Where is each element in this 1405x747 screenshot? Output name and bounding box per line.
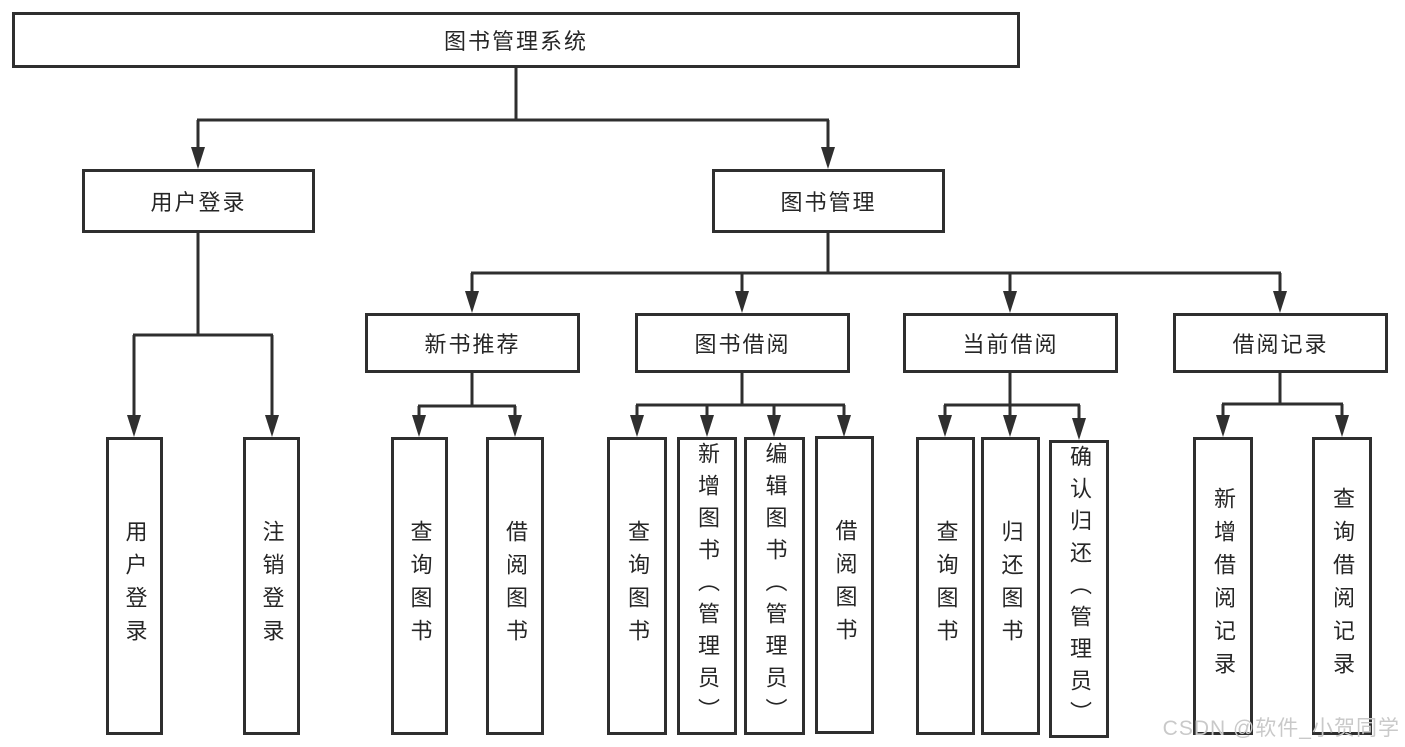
node-label: 查询图书 (933, 520, 959, 652)
node-label: 新书推荐 (424, 332, 521, 357)
node-label: 新增图书（管理员） (695, 442, 720, 730)
node-label: 查询图书 (407, 520, 433, 652)
node-label: 借阅图书 (503, 520, 528, 652)
node-user-login-action: 用户登录 (106, 437, 163, 735)
node-label: 用户登录 (122, 520, 148, 652)
node-label: 查询借阅记录 (1330, 487, 1355, 685)
node-confirm-return-admin: 确认归还（管理员） (1049, 440, 1109, 738)
node-return-books: 归还图书 (981, 437, 1040, 735)
node-query-books-current: 查询图书 (916, 437, 975, 735)
node-label: 查询图书 (625, 520, 650, 652)
node-borrow-books-action: 借阅图书 (815, 436, 874, 734)
node-query-books-recommend: 查询图书 (391, 437, 448, 735)
node-query-books-borrow: 查询图书 (607, 437, 667, 735)
node-book-management: 图书管理 (712, 169, 945, 233)
node-borrow-records: 借阅记录 (1173, 313, 1388, 373)
node-label: 借阅图书 (832, 519, 858, 651)
node-borrow-books-recommend: 借阅图书 (486, 437, 544, 735)
csdn-watermark: CSDN @软件_小贺同学 (1162, 717, 1400, 740)
node-label: 借阅记录 (1232, 332, 1329, 357)
node-label: 编辑图书（管理员） (762, 442, 788, 730)
node-label: 归还图书 (998, 520, 1024, 652)
node-library-management-system: 图书管理系统 (12, 12, 1020, 68)
node-add-book-admin: 新增图书（管理员） (677, 437, 737, 735)
node-edit-book-admin: 编辑图书（管理员） (744, 437, 805, 735)
node-label: 确认归还（管理员） (1067, 445, 1092, 733)
node-label: 当前借阅 (962, 332, 1059, 357)
node-logout: 注销登录 (243, 437, 300, 735)
node-label: 图书管理系统 (443, 29, 588, 54)
node-add-borrow-record: 新增借阅记录 (1193, 437, 1253, 735)
node-label: 图书借阅 (694, 332, 791, 357)
node-label: 用户登录 (150, 190, 247, 215)
node-label: 新增借阅记录 (1211, 487, 1236, 685)
node-label: 注销登录 (259, 520, 285, 652)
node-current-borrow: 当前借阅 (903, 313, 1118, 373)
node-query-borrow-record: 查询借阅记录 (1312, 437, 1372, 735)
node-book-borrow: 图书借阅 (635, 313, 850, 373)
node-user-login-branch: 用户登录 (82, 169, 315, 233)
node-label: 图书管理 (780, 190, 877, 215)
node-new-book-recommend: 新书推荐 (365, 313, 580, 373)
